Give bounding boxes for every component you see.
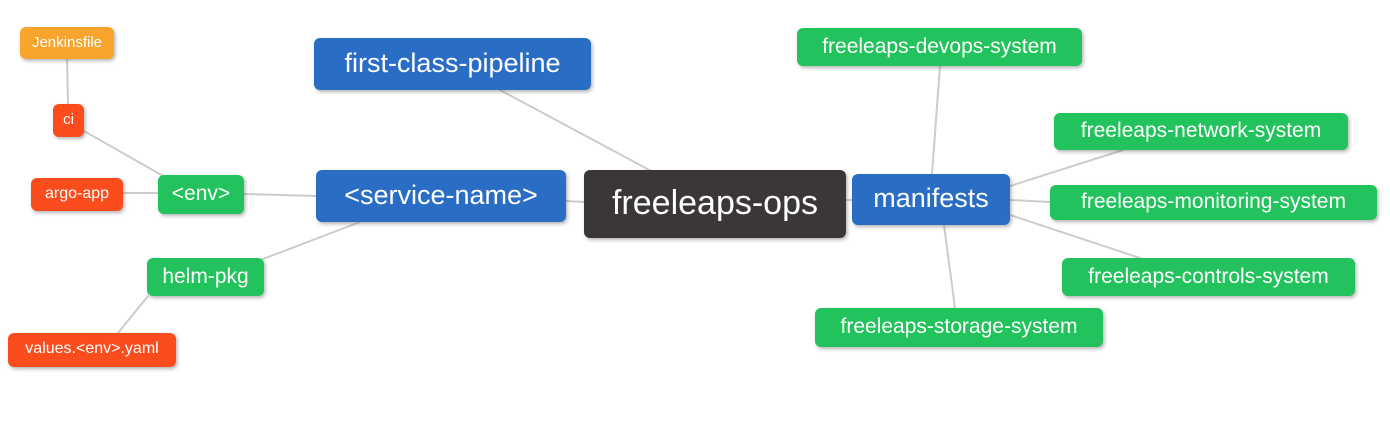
node-label: values.<env>.yaml [25, 340, 159, 357]
node-freeleaps-controls-system[interactable]: freeleaps-controls-system [1062, 258, 1355, 296]
node-manifests[interactable]: manifests [852, 174, 1010, 225]
edge-manifests--freeleaps-devops-system [931, 65, 941, 175]
edge-service-name--freeleaps-ops [565, 200, 585, 203]
node-argo-app[interactable]: argo-app [31, 178, 123, 211]
node-first-class-pipeline[interactable]: first-class-pipeline [314, 38, 591, 90]
edge-env--service-name [243, 193, 317, 197]
node-label: Jenkinsfile [31, 33, 103, 51]
node-label: manifests [873, 183, 989, 213]
node-label: freeleaps-controls-system [1088, 264, 1329, 288]
node-label: ci [63, 111, 74, 128]
node-label: freeleaps-storage-system [840, 315, 1078, 338]
edge-manifests--freeleaps-controls-system [1009, 214, 1141, 259]
edge-ci--env [83, 130, 166, 178]
node-freeleaps-devops-system[interactable]: freeleaps-devops-system [797, 28, 1082, 66]
edge-manifests--freeleaps-network-system [1009, 149, 1124, 187]
edge-first-class-pipeline--freeleaps-ops [499, 89, 654, 173]
node-label: freeleaps-monitoring-system [1081, 190, 1346, 213]
node-freeleaps-ops[interactable]: freeleaps-ops [584, 170, 846, 238]
node-helm-pkg[interactable]: helm-pkg [147, 258, 264, 296]
node-label: freeleaps-network-system [1080, 119, 1322, 142]
node-values-env-yaml[interactable]: values.<env>.yaml [8, 333, 176, 367]
node-label: <service-name> [344, 179, 538, 210]
node-label: <env> [171, 182, 231, 205]
node-label: freeleaps-ops [611, 184, 818, 222]
edge-jenkinsfile--ci [66, 58, 69, 105]
node-ci[interactable]: ci [53, 104, 84, 137]
node-freeleaps-monitoring-system[interactable]: freeleaps-monitoring-system [1050, 185, 1377, 220]
node-service-name[interactable]: <service-name> [316, 170, 566, 222]
edge-values-env-yaml--helm-pkg [117, 295, 149, 334]
edge-helm-pkg--service-name [262, 221, 361, 260]
edge-manifests--freeleaps-storage-system [943, 224, 956, 309]
node-label: helm-pkg [162, 264, 249, 288]
node-freeleaps-network-system[interactable]: freeleaps-network-system [1054, 113, 1348, 150]
node-label: first-class-pipeline [344, 47, 561, 78]
node-jenkinsfile[interactable]: Jenkinsfile [20, 27, 114, 59]
edge-manifests--freeleaps-monitoring-system [1009, 199, 1051, 203]
node-label: argo-app [44, 184, 110, 202]
node-env[interactable]: <env> [158, 175, 244, 214]
node-label: freeleaps-devops-system [822, 34, 1057, 58]
node-freeleaps-storage-system[interactable]: freeleaps-storage-system [815, 308, 1103, 347]
